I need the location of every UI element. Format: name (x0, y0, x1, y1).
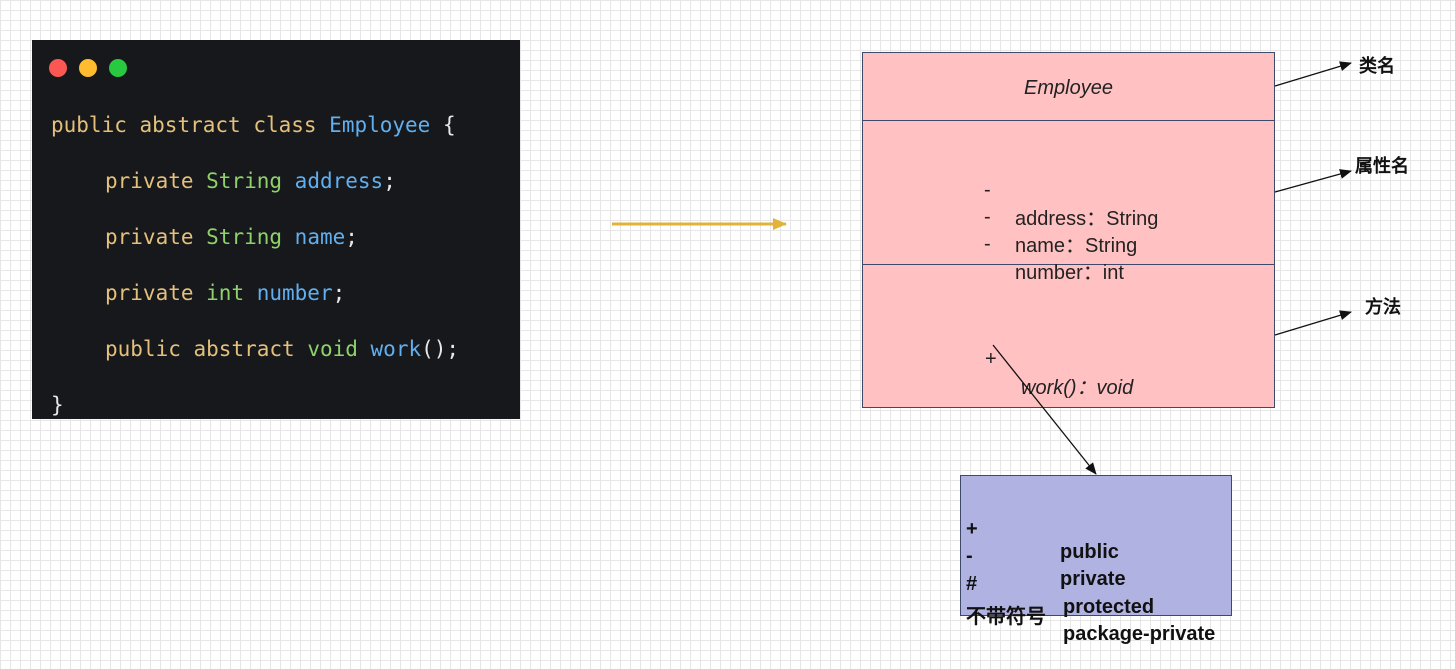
code-token-keyword: abstract (193, 337, 308, 361)
code-token-identifier: work (370, 337, 422, 361)
code-token-keyword: public (51, 113, 140, 137)
window-close-button[interactable] (49, 59, 67, 77)
pointer-legend-arrow (992, 344, 1097, 475)
window-minimize-button[interactable] (79, 59, 97, 77)
window-maximize-button[interactable] (109, 59, 127, 77)
uml-attribute-text: name：String (1015, 235, 1138, 257)
legend-meaning: protected (1063, 596, 1155, 618)
code-token-identifier: name (294, 225, 346, 249)
uml-class-name: Employee (1024, 77, 1113, 99)
code-token-punct: ; (345, 225, 358, 249)
code-token-punct: (); (421, 337, 460, 361)
legend-symbol: # (966, 573, 978, 595)
pointer-attributes-arrow (1274, 169, 1352, 193)
code-line-field-number: private int number; (105, 281, 345, 305)
legend-meaning: public (1060, 541, 1119, 563)
uml-attribute-text: number：int (1015, 262, 1124, 284)
annotation-attributes: 属性名 (1355, 156, 1409, 176)
uml-attribute-row: - address：String (863, 156, 1274, 230)
code-token-keyword: class (253, 113, 330, 137)
code-token-type: void (307, 337, 371, 361)
code-line-closing-brace: } (51, 393, 64, 417)
code-token-identifier: number (256, 281, 333, 305)
legend-symbol: 不带符号 (966, 606, 1046, 628)
code-token-punct: ; (383, 169, 396, 193)
uml-class-box: Employee - address：String - name：String … (862, 52, 1275, 408)
code-token-keyword: private (105, 281, 207, 305)
uml-method-visibility: + (985, 348, 997, 370)
code-token-identifier: Employee (329, 113, 431, 137)
legend-row: # protected (961, 550, 1231, 618)
uml-method-text: work()：void (1021, 377, 1134, 399)
code-token-type: int (206, 281, 257, 305)
pointer-methods-arrow (1274, 310, 1352, 336)
uml-attribute-row: - number：int (863, 210, 1274, 284)
uml-attribute-visibility: - (984, 179, 991, 201)
code-token-punct: ; (332, 281, 346, 305)
code-token-keyword: public (105, 337, 194, 361)
code-token-type: String (206, 225, 295, 249)
legend-row: - private (961, 522, 1231, 590)
uml-attribute-row: - name：String (863, 183, 1274, 257)
code-token-keyword: abstract (139, 113, 254, 137)
code-token-punct: } (51, 393, 64, 417)
code-token-type: String (206, 169, 295, 193)
uml-divider-name (863, 120, 1274, 121)
uml-divider-attributes (863, 264, 1274, 265)
legend-symbol: - (966, 545, 973, 567)
legend-meaning: private (1060, 568, 1126, 590)
connector-layer (612, 61, 1352, 475)
code-window (32, 40, 520, 419)
annotation-class-name: 类名 (1359, 56, 1395, 76)
uml-attribute-visibility: - (984, 233, 991, 255)
legend-row: + public (961, 495, 1231, 563)
legend-symbol: + (966, 518, 978, 540)
code-line-method-work: public abstract void work(); (105, 337, 459, 361)
code-token-punct: { (430, 113, 456, 137)
code-line-field-name: private String name; (105, 225, 358, 249)
code-token-keyword: private (105, 169, 207, 193)
code-token-keyword: private (105, 225, 207, 249)
code-token-identifier: address (294, 169, 384, 193)
uml-method-row: + work()：void (863, 325, 1274, 399)
code-line-field-address: private String address; (105, 169, 396, 193)
uml-attribute-visibility: - (984, 206, 991, 228)
code-line-class-decl: public abstract class Employee { (51, 113, 456, 137)
annotation-methods: 方法 (1365, 297, 1401, 317)
pointer-class-name-arrow (1274, 61, 1352, 87)
uml-attribute-text: address：String (1015, 208, 1159, 230)
